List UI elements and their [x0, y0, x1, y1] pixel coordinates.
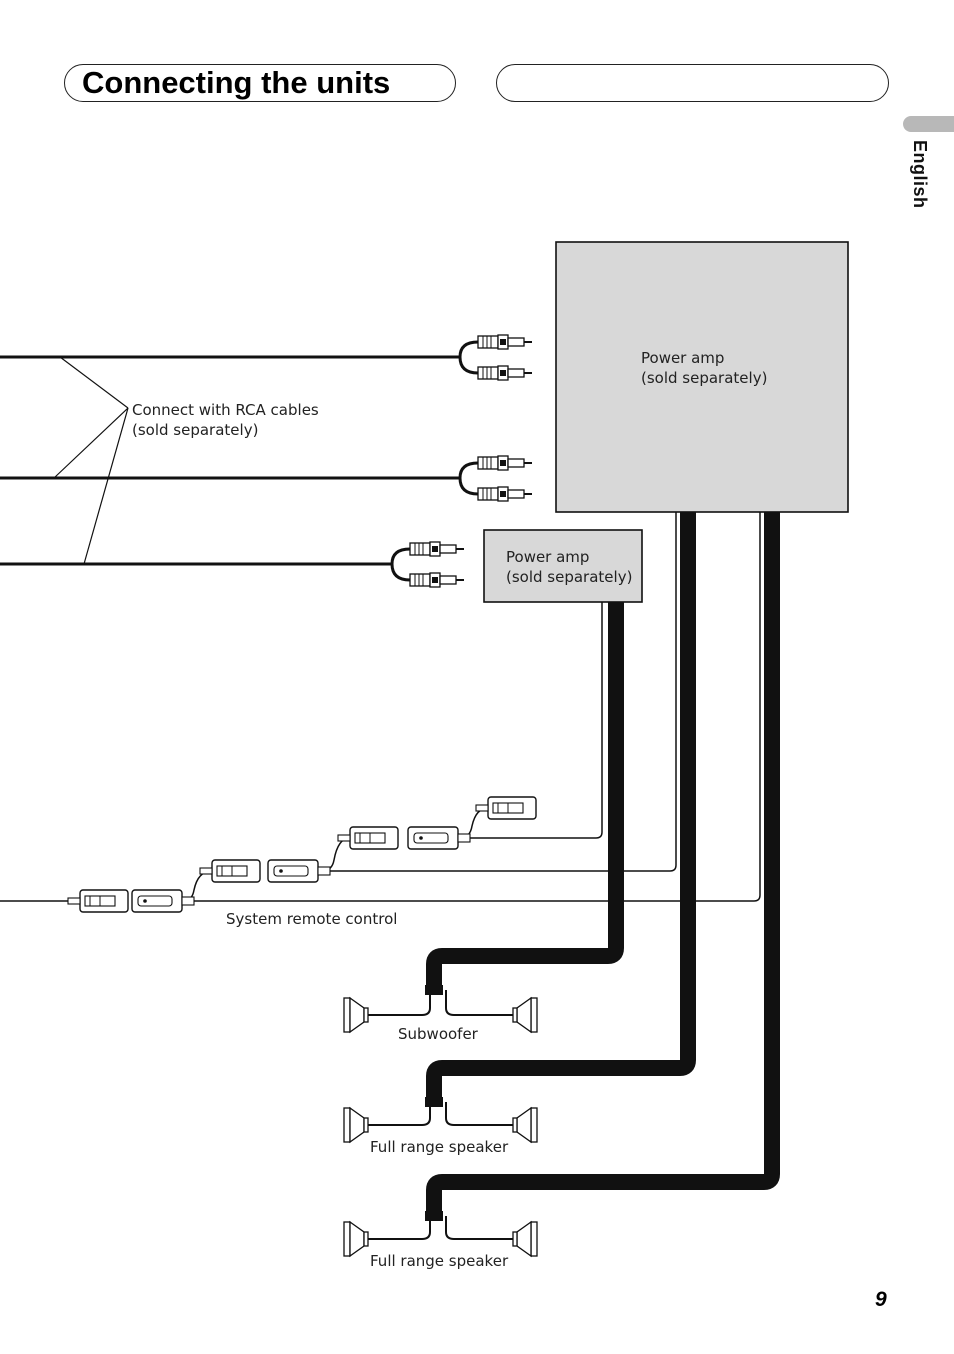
- rca-callout-label: Connect with RCA cables (sold separately…: [132, 401, 319, 439]
- blank-header-frame: [496, 64, 889, 102]
- page-number: 9: [875, 1288, 887, 1311]
- subwoofer-right-icon: [512, 997, 538, 1033]
- full-range-speaker-2-left-icon: [343, 1221, 369, 1257]
- rca-plug-3a: [409, 541, 465, 557]
- speaker-cable-full-range-1: [426, 512, 696, 1102]
- remote-male-connector-4: [475, 796, 537, 820]
- rca-plug-1a: [477, 334, 533, 350]
- speaker-split-full-range-2: [366, 1211, 514, 1240]
- rca-plug-2b: [477, 486, 533, 502]
- rca-plug-2a: [477, 455, 533, 471]
- power-amp-small-box: [483, 529, 643, 603]
- power-amp-small-label: Power amp (sold separately): [506, 548, 633, 586]
- speaker-cable-full-range-2: [426, 512, 780, 1216]
- speaker-split-subwoofer: [366, 985, 514, 1016]
- rca-plug-1b: [477, 365, 533, 381]
- system-remote-label: System remote control: [226, 910, 398, 928]
- power-amp-large-box: [555, 241, 849, 513]
- rca-cable-2: [0, 461, 479, 496]
- speaker-split-full-range-1: [366, 1097, 514, 1126]
- rca-plug-3b: [409, 572, 465, 588]
- full-range-speaker-label-2: Full range speaker: [370, 1252, 509, 1270]
- subwoofer-left-icon: [343, 997, 369, 1033]
- remote-female-connector-3: [407, 826, 471, 850]
- remote-female-connector-1: [131, 889, 195, 913]
- power-amp-large-label: Power amp (sold separately): [641, 349, 768, 387]
- remote-wires: [0, 512, 761, 902]
- language-tab: [903, 116, 954, 132]
- full-range-speaker-label-1: Full range speaker: [370, 1138, 509, 1156]
- page-title: Connecting the units: [82, 65, 391, 100]
- rca-callout-lines: [53, 356, 129, 565]
- rca-cable-1: [0, 340, 479, 375]
- full-range-speaker-1-right-icon: [512, 1107, 538, 1143]
- speaker-cable-subwoofer: [426, 602, 624, 990]
- subwoofer-label: Subwoofer: [398, 1025, 478, 1043]
- language-label: English: [910, 140, 930, 209]
- full-range-speaker-2-right-icon: [512, 1221, 538, 1257]
- rca-cable-3: [0, 547, 411, 582]
- remote-male-connector-2: [199, 859, 261, 883]
- remote-male-connector-1: [67, 889, 129, 913]
- remote-male-connector-3: [337, 826, 399, 850]
- full-range-speaker-1-left-icon: [343, 1107, 369, 1143]
- remote-female-connector-2: [267, 859, 331, 883]
- section-title-frame: [64, 64, 456, 102]
